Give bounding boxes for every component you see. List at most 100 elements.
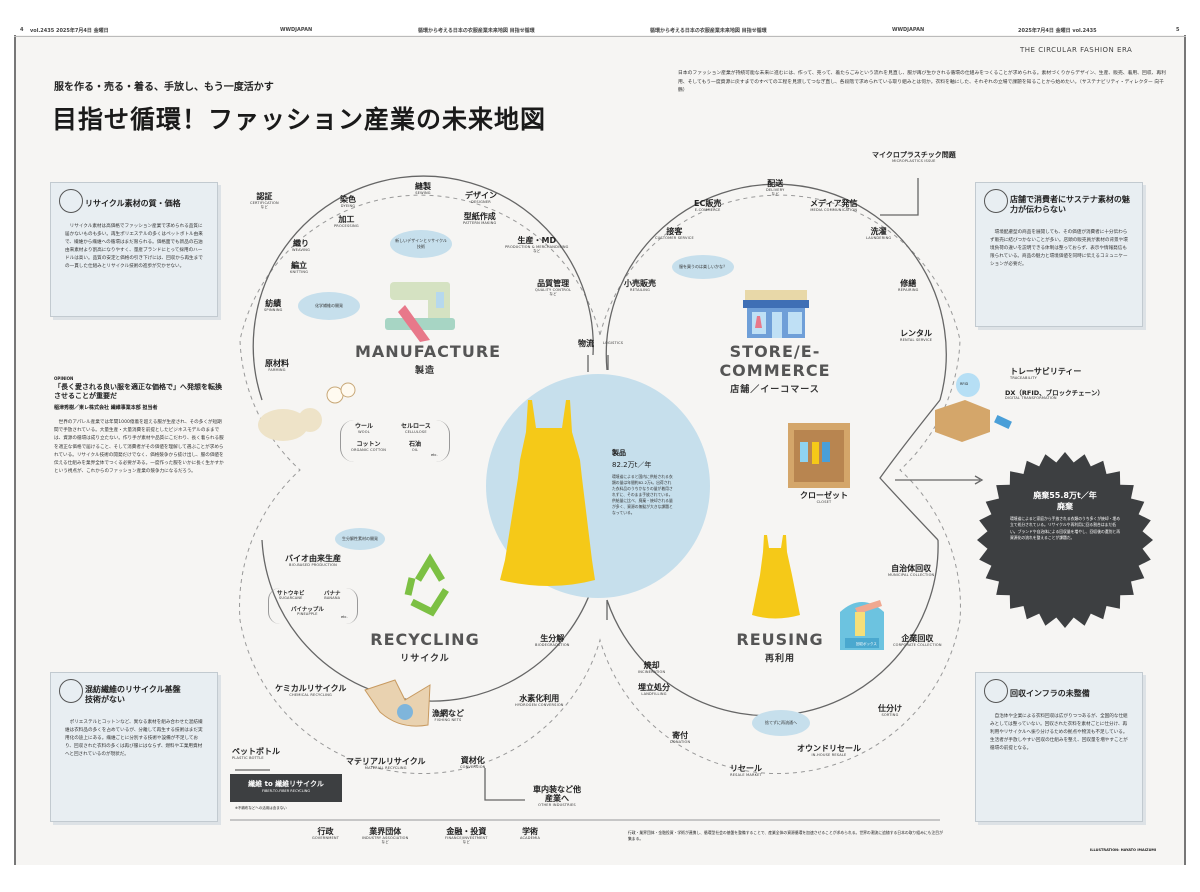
fishing-net-illustration [364, 679, 431, 727]
speech-bubble: 服を買うのは楽しいかな？ [672, 255, 734, 279]
waste-starburst [977, 452, 1153, 628]
outer-dashed-ring [239, 194, 961, 775]
fiber-to-fiber-note: ※不織布などへの活用は含まない [235, 806, 287, 810]
speech-bubble: 新しいデザインとリサイクル技術 [390, 230, 452, 258]
other-industries-arrow [484, 768, 525, 801]
product-info: 製品 82.2万t／年 環境省によると国内に供給される衣類の量は年間約82.2万… [612, 449, 673, 516]
title-kicker: 服を作る・売る・着る、手放し、もう一度活かす [54, 82, 274, 93]
logistics-label: 物流 [578, 339, 594, 348]
rfid-tag: RFID [960, 382, 969, 386]
sewing-machine-illustration [385, 282, 455, 342]
dress-illustration [500, 400, 595, 586]
header-item: 2025年7月4日 金曜日 vol.2435 [1018, 28, 1097, 34]
issue-badge-icon [59, 679, 83, 703]
logistics-label-en: LOGISTICS [603, 341, 624, 345]
issue-badge-icon [984, 189, 1008, 213]
sheep-illustration [258, 408, 322, 441]
issue-badge-icon [984, 679, 1008, 703]
store-illustration [743, 290, 809, 338]
recycle-icon [404, 553, 449, 617]
page-title: 目指せ循環！ファッション産業の未来地図 [52, 105, 547, 134]
issue-card: 店舗で消費者にサステナ素材の魅力が伝わらない環境配慮型の商品を展開しても、その価… [975, 182, 1143, 327]
intro-text: 日本のファッション産業が持続可能な未来に進むには、作って、売って、着たらごみとい… [678, 71, 1166, 94]
illustration-credit: ILLUSTRATION: HAYATO IMAIZUMI [1090, 848, 1157, 852]
page-number-right: 5 [1176, 27, 1180, 33]
header-rule [14, 36, 1186, 37]
closet-arrow [879, 399, 941, 541]
parcel-rfid-illustration [935, 373, 1012, 442]
cotton-illustration [326, 382, 356, 404]
closet-illustration [788, 423, 850, 488]
collection-box-illustration [840, 600, 884, 650]
speech-bubble: 化学繊維の開発 [298, 292, 360, 320]
speech-bubble: 生分解性素材の開発 [335, 528, 385, 550]
issue-badge-icon [59, 189, 83, 213]
section-label: THE CIRCULAR FASHION ERA [1020, 46, 1133, 54]
page-number-left: 4 [20, 27, 24, 33]
header-item: 循環から考える日本の衣服産業未来地図 目指せ循環 [650, 28, 767, 34]
header-item: WWDJAPAN [280, 27, 313, 33]
collection-box-label: 回収ボックス [856, 642, 877, 646]
store-arc [605, 183, 947, 401]
waste-info: 廃棄55.8万t／年 廃棄 環境省によると家庭から手放される衣類のうち多くが焼却… [1010, 491, 1120, 541]
header-item: 循環から考える日本の衣服産業未来地図 目指せ循環 [418, 28, 535, 34]
header-item: WWDJAPAN [892, 27, 925, 33]
header-item: vol.2435 2025年7月4日 金曜日 [30, 28, 109, 34]
dress-small-illustration [752, 535, 800, 619]
dx-label: DX（RFID、ブロックチェーン）DIGITAL TRANSFORMATION [1005, 389, 1104, 401]
manufacture-arc [252, 175, 594, 401]
issue-card: 混紡繊維のリサイクル基盤技術がないポリエステルとコットンなど、異なる素材を組み合… [50, 672, 218, 822]
